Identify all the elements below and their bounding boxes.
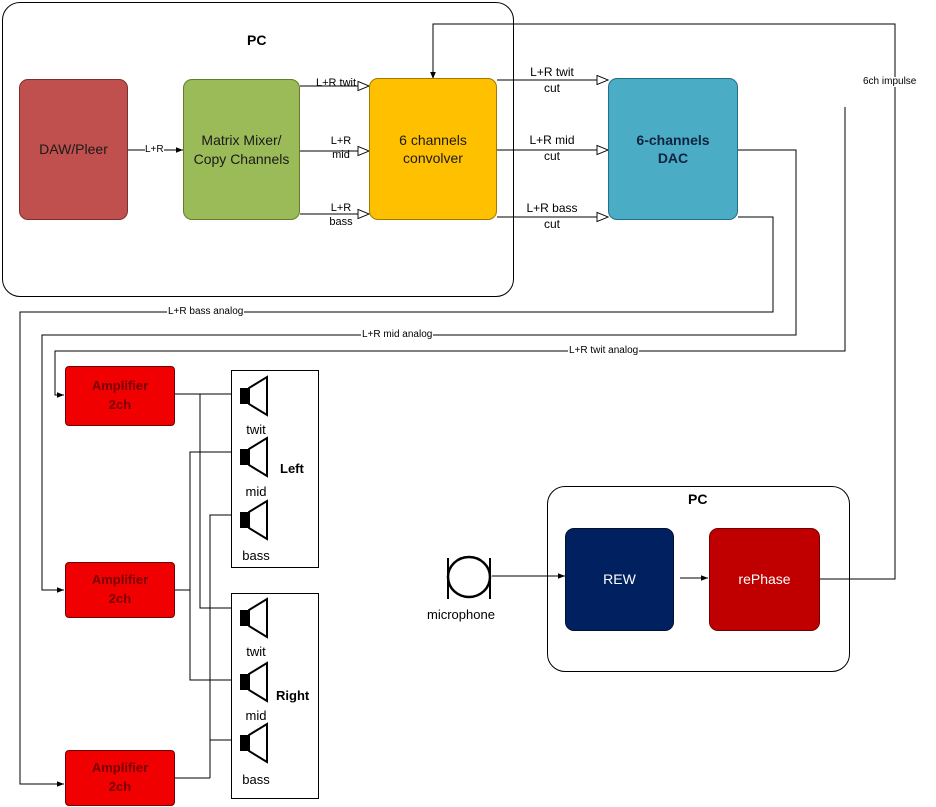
dac-label-2: DAC [657, 150, 689, 166]
left-speaker-panel: twit mid bass Left [231, 370, 319, 568]
speaker-icon [240, 375, 268, 417]
dac-label-1: 6-channels [636, 131, 710, 148]
lr-mid-wire-label: L+R mid [327, 134, 355, 163]
right-bass-label: bass [242, 772, 270, 787]
daw-label: DAW/Pleer [39, 141, 108, 158]
microphone-label: microphone [427, 607, 495, 622]
rephase-block[interactable]: rePhase [709, 528, 820, 631]
right-speaker-panel: twit mid bass Right [231, 593, 319, 799]
twit-analog-wire-label: L+R twit analog [568, 345, 640, 356]
amplifier-1-label-2: 2ch [108, 397, 132, 412]
speaker-icon [240, 499, 268, 541]
convolver-label-1: 6 channels [399, 131, 467, 148]
right-twit-label: twit [246, 644, 266, 659]
right-channel-label: Right [276, 688, 310, 703]
bass-cut-label: L+R bass cut [520, 201, 584, 232]
lr-mid-label-2: mid [332, 149, 350, 162]
left-mid-label: mid [245, 484, 267, 499]
matrix-mixer-label-1: Matrix Mixer/ [201, 132, 282, 149]
amplifier-3[interactable]: Amplifier 2ch [65, 750, 175, 806]
rew-label: REW [603, 571, 636, 588]
pc-group-top [2, 2, 514, 297]
amplifier-1[interactable]: Amplifier 2ch [65, 366, 175, 426]
matrix-mixer-label-2: Copy Channels [193, 150, 290, 167]
bass-cut-label-1: L+R bass [526, 201, 578, 215]
speaker-icon [240, 436, 268, 478]
rew-block[interactable]: REW [565, 528, 674, 631]
amplifier-2-label-2: 2ch [108, 591, 132, 606]
bass-cut-label-2: cut [543, 216, 560, 231]
speaker-icon [240, 722, 268, 764]
lr-twit-wire-label: L+R twit [316, 77, 357, 89]
twit-cut-label-1: L+R twit [530, 65, 574, 79]
daw-block[interactable]: DAW/Pleer [19, 79, 128, 220]
mid-cut-label-2: cut [543, 148, 560, 163]
microphone-icon [446, 555, 492, 599]
rephase-label: rePhase [738, 571, 791, 588]
mid-cut-label: L+R mid cut [520, 133, 584, 164]
lr-mid-label-1: L+R [330, 135, 352, 147]
convolver-block[interactable]: 6 channels convolver [369, 78, 497, 220]
left-bass-label: bass [242, 548, 270, 563]
amplifier-2-label-1: Amplifier [91, 572, 149, 588]
right-mid-label: mid [245, 708, 267, 723]
pc-top-title: PC [247, 32, 267, 48]
lr-bass-label-1: L+R [330, 202, 352, 214]
twit-cut-label: L+R twit cut [520, 65, 584, 96]
impulse-wire-label: 6ch impulse [862, 76, 918, 87]
dac-block[interactable]: 6-channels DAC [608, 78, 738, 220]
twit-cut-label-2: cut [543, 80, 560, 95]
amplifier-3-label-1: Amplifier [91, 760, 149, 776]
left-twit-label: twit [246, 422, 266, 437]
pc-group-bottom [547, 486, 850, 672]
bass-analog-wire-label: L+R bass analog [167, 306, 245, 317]
mid-analog-wire-label: L+R mid analog [361, 329, 434, 340]
mid-cut-label-1: L+R mid [529, 133, 575, 147]
convolver-label-2: convolver [403, 150, 463, 166]
speaker-icon [240, 597, 268, 639]
amplifier-1-label-1: Amplifier [91, 378, 149, 394]
matrix-mixer-block[interactable]: Matrix Mixer/ Copy Channels [183, 79, 300, 220]
lr-wire-label: L+R [145, 143, 164, 156]
pc-bottom-title: PC [688, 491, 708, 507]
speaker-icon [240, 661, 268, 703]
lr-bass-wire-label: L+R bass [326, 201, 356, 230]
lr-bass-label-2: bass [329, 216, 353, 229]
amplifier-3-label-2: 2ch [108, 779, 132, 794]
amplifier-2[interactable]: Amplifier 2ch [65, 562, 175, 618]
left-channel-label: Left [280, 461, 304, 476]
